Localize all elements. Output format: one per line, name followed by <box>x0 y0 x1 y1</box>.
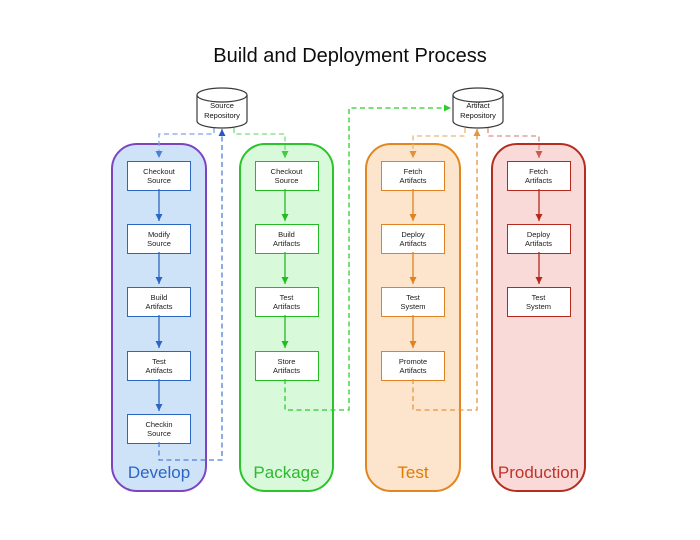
test-step-fetch-artifacts: Fetch Artifacts <box>381 161 445 191</box>
test-step-deploy-artifacts: Deploy Artifacts <box>381 224 445 254</box>
lane-label-develop: Develop <box>127 463 191 482</box>
package-step-build-artifacts: Build Artifacts <box>254 224 319 254</box>
develop-step-build-artifacts: Build Artifacts <box>127 287 191 317</box>
package-step-test-artifacts: Test Artifacts <box>254 287 319 317</box>
package-step-checkout-source: Checkout Source <box>254 161 319 191</box>
lane-package: Checkout Source Build Artifacts Test Art… <box>239 143 334 492</box>
test-step-promote-artifacts: Promote Artifacts <box>381 351 445 381</box>
package-step-store-artifacts: Store Artifacts <box>254 351 319 381</box>
lane-label-package: Package <box>253 463 320 482</box>
lane-test: Fetch Artifacts Deploy Artifacts Test Sy… <box>365 143 461 492</box>
develop-step-modify-source: Modify Source <box>127 224 191 254</box>
develop-step-test-artifacts: Test Artifacts <box>127 351 191 381</box>
test-step-test-system: Test System <box>381 287 445 317</box>
lane-label-production: Production <box>497 463 580 482</box>
artifact-repository-label: Artifact Repository <box>460 101 496 120</box>
production-step-test-system: Test System <box>506 287 571 317</box>
lane-develop: Checkout Source Modify Source Build Arti… <box>111 143 207 492</box>
lane-production: Fetch Artifacts Deploy Artifacts Test Sy… <box>491 143 586 492</box>
source-repository-label: Source Repository <box>204 101 240 120</box>
production-step-deploy-artifacts: Deploy Artifacts <box>506 224 571 254</box>
production-step-fetch-artifacts: Fetch Artifacts <box>506 161 571 191</box>
lane-label-test: Test <box>397 463 429 482</box>
develop-step-checkin-source: Checkin Source <box>127 414 191 444</box>
develop-step-checkout-source: Checkout Source <box>127 161 191 191</box>
diagram-title: Build and Deployment Process <box>213 45 487 67</box>
